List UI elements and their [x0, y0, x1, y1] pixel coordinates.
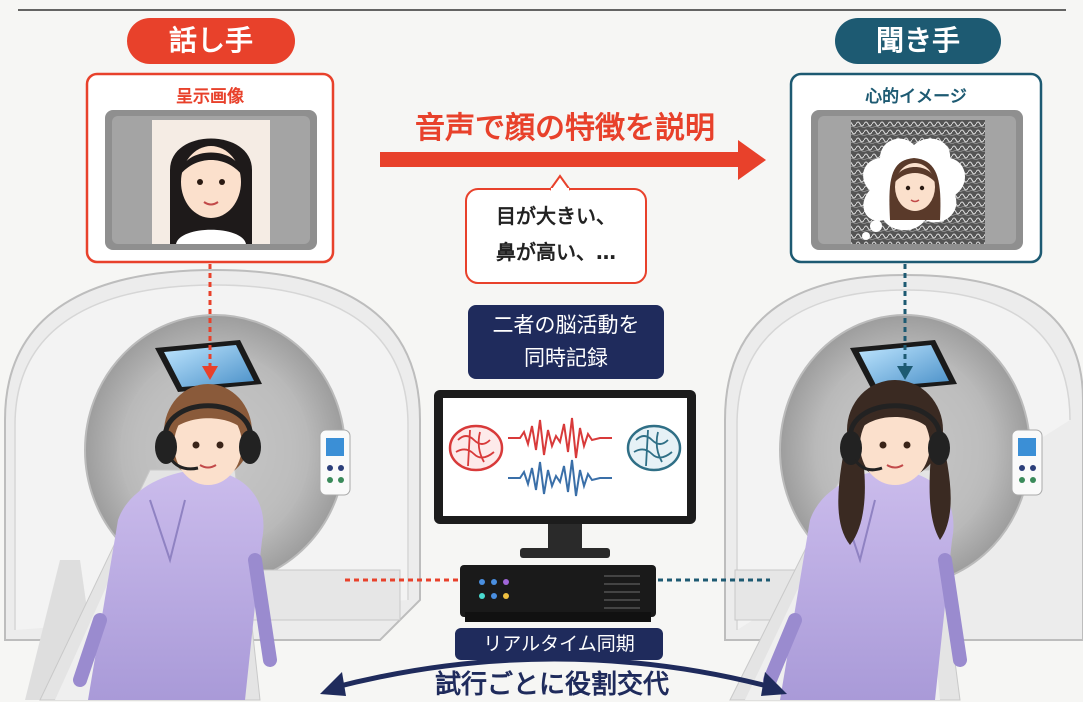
- description-arrow-label: 音声で顔の特徴を説明: [415, 111, 715, 146]
- recording-pc: [460, 565, 656, 622]
- brain-blue-icon: [626, 424, 682, 472]
- speech-bubble-shape: [465, 174, 647, 284]
- brain-red-icon: [448, 424, 504, 472]
- speech-bubble-text: 目が大きい、 鼻が高い、…: [466, 198, 646, 270]
- speaker-stimulus-panel: [85, 72, 335, 264]
- listener-label: 聞き手: [835, 18, 1001, 64]
- recording-label-line-1: 二者の脳活動を: [492, 313, 640, 337]
- listener-person: [763, 380, 967, 700]
- speaker-person: [73, 384, 277, 700]
- panel-to-tablet-connectors: [202, 264, 913, 380]
- mental-image-thought: [851, 120, 985, 244]
- sync-label: リアルタイム同期: [455, 628, 663, 660]
- listener-mental-image-panel: [789, 72, 1043, 264]
- role-swap-label: 試行ごとに役割交代: [434, 670, 669, 700]
- brain-waves: [508, 417, 612, 497]
- description-arrow: [380, 140, 766, 180]
- speaker-label: 話し手: [127, 18, 295, 64]
- speech-bubble-line-1: 目が大きい、: [496, 204, 616, 228]
- listener-panel-label: 心的イメージ: [865, 87, 967, 107]
- recording-label-line-2: 同時記録: [524, 346, 608, 370]
- speech-bubble-line-2: 鼻が高い、…: [496, 240, 616, 264]
- presented-face-image: [152, 120, 270, 244]
- recording-label-box: 二者の脳活動を 同時記録: [468, 305, 664, 379]
- speaker-panel-label: 呈示画像: [176, 87, 244, 107]
